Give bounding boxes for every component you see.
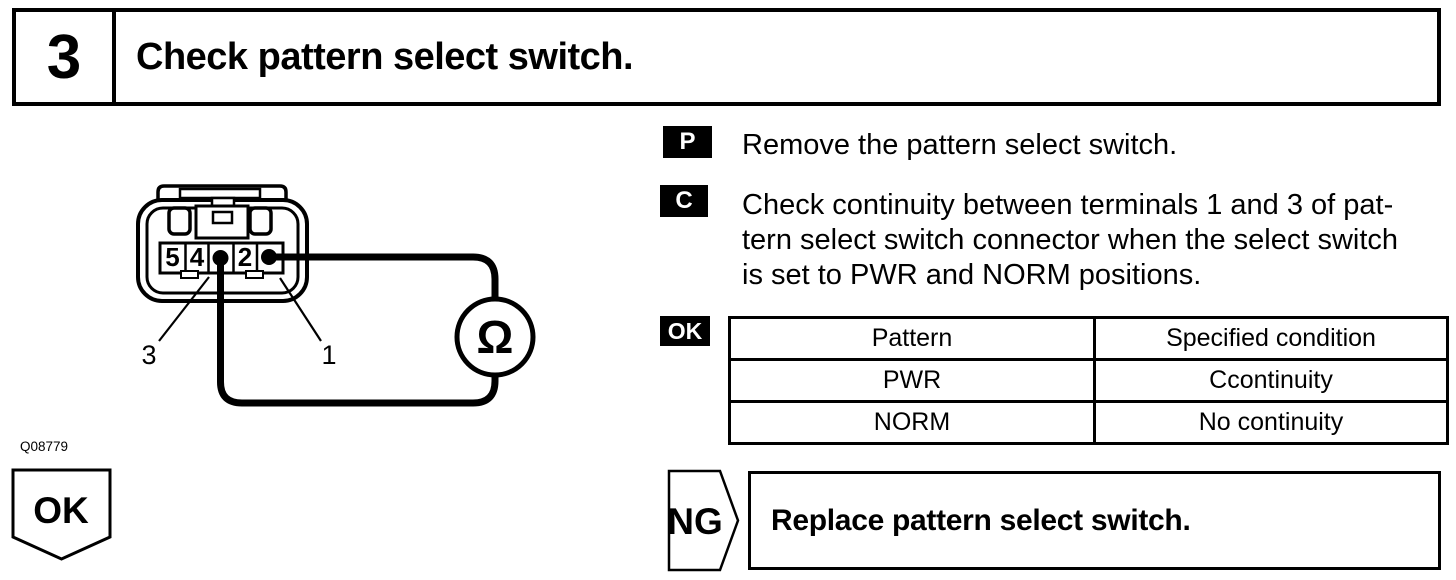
check-badge: C xyxy=(660,185,708,217)
ng-flow-arrow-graphic: NG xyxy=(667,469,740,572)
ok-flow-label: OK xyxy=(33,490,89,531)
ohm-symbol: Ω xyxy=(477,311,514,363)
continuity-result-table: Pattern Specified condition PWR Ccontinu… xyxy=(728,316,1449,445)
table-header-row: Pattern Specified condition xyxy=(728,316,1449,361)
ng-flow-arrow xyxy=(667,469,740,572)
ohmmeter-circle xyxy=(454,296,536,378)
step-header: 3 Check pattern select switch. xyxy=(12,8,1441,106)
check-instruction-line: tern select switch connector when the se… xyxy=(742,224,1399,256)
check-instruction-line: is set to PWR and NORM positions. xyxy=(742,259,1202,291)
check-instruction-line: Check continuity between terminals 1 and… xyxy=(742,189,1394,221)
figure-code: Q08779 xyxy=(20,439,68,454)
prepare-badge: P xyxy=(663,126,712,158)
ok-badge: OK xyxy=(660,316,710,346)
probe-dot-terminal-1 xyxy=(261,249,277,265)
table-cell-condition: Ccontinuity xyxy=(1093,358,1449,403)
probe-dot-terminal-3 xyxy=(212,250,229,266)
step-number: 3 xyxy=(16,12,116,102)
prepare-instruction: Remove the pattern select switch. xyxy=(742,129,1178,161)
ng-flow-label: NG xyxy=(667,501,723,542)
terminal-callout-1: 1 xyxy=(321,340,336,370)
check-instruction: Check continuity between terminals 1 and… xyxy=(742,188,1398,293)
connector-center-notch xyxy=(211,210,234,225)
table-header-pattern: Pattern xyxy=(728,316,1096,361)
index-slot xyxy=(180,270,199,279)
test-lead-wire-left xyxy=(217,260,499,407)
step-title: Check pattern select switch. xyxy=(136,35,634,78)
connector-continuity-diagram: 5 4 2 3 1 Ω Q08779 OK xyxy=(11,184,536,561)
leader-line-3 xyxy=(158,276,210,342)
table-cell-pattern: PWR xyxy=(728,358,1096,403)
leader-line-1 xyxy=(279,277,322,342)
table-row: PWR Ccontinuity xyxy=(728,358,1449,403)
ok-flow-arrow xyxy=(11,468,112,561)
terminal-label-5: 5 xyxy=(165,242,179,272)
table-cell-condition: No continuity xyxy=(1093,400,1449,445)
terminal-label-4: 4 xyxy=(190,242,205,272)
index-slot xyxy=(245,270,264,279)
ng-action-box: Replace pattern select switch. xyxy=(748,471,1441,570)
connector-slot-left xyxy=(167,206,192,236)
connector-slot-right xyxy=(248,206,273,236)
connector-latch-bar xyxy=(178,187,262,200)
table-header-condition: Specified condition xyxy=(1093,316,1449,361)
terminal-callout-3: 3 xyxy=(141,340,156,370)
terminal-label-2: 2 xyxy=(238,242,252,272)
ng-action-text: Replace pattern select switch. xyxy=(771,503,1191,537)
test-lead-wire-right xyxy=(269,253,499,300)
table-row: NORM No continuity xyxy=(728,400,1449,445)
table-cell-pattern: NORM xyxy=(728,400,1096,445)
